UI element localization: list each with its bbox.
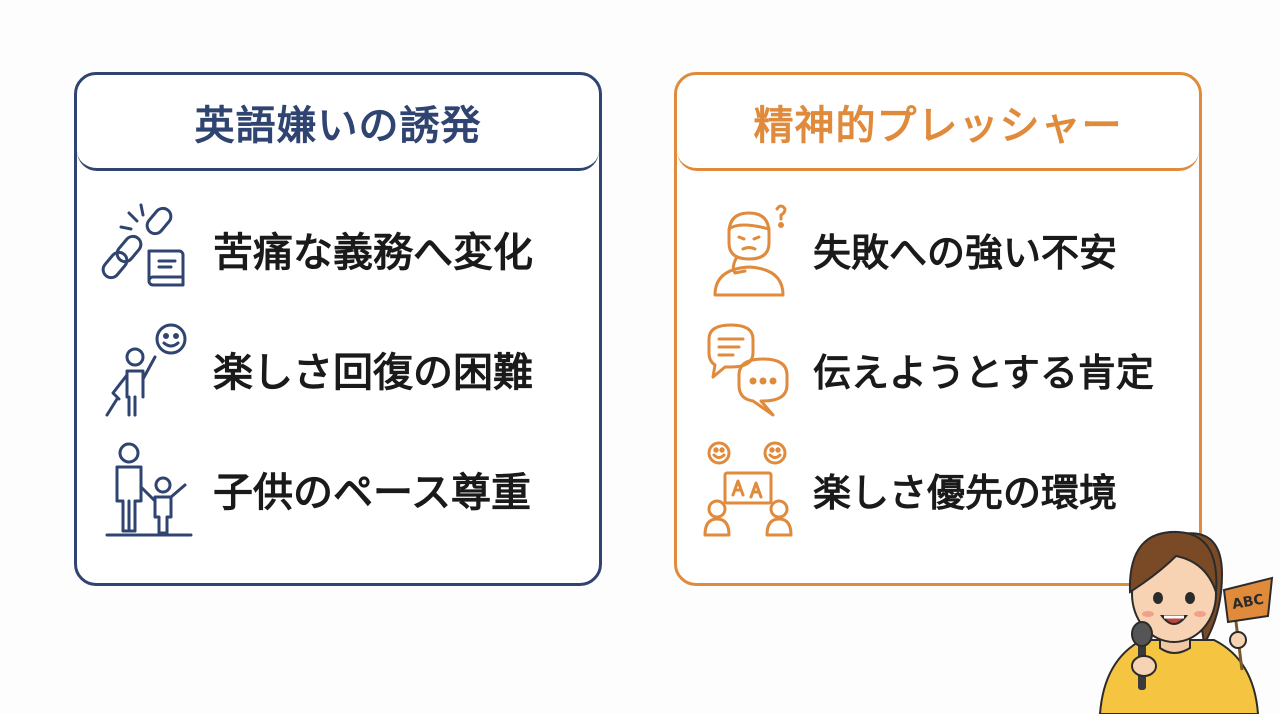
happy-classroom-icon [703,441,793,537]
left-panel-header: 英語嫌いの誘発 [77,75,599,171]
parent-child-icon [105,442,193,537]
list-item: 楽しさ優先の環境 [699,439,1179,539]
mascot-girl-illustration: ABC [1098,530,1274,714]
list-item: 楽しさ回復の困難 [99,319,579,419]
item-label: 苦痛な義務へ変化 [213,230,533,276]
list-item: 子供のペース尊重 [99,439,579,539]
right-panel-title: 精神的プレッシャー [753,102,1123,149]
item-label: 伝えようとする肯定 [813,350,1154,395]
list-item: 苦痛な義務へ変化 [99,199,579,299]
speech-bubbles-icon [707,323,789,417]
item-label: 楽しさ優先の環境 [813,470,1118,515]
item-label: 子供のペース尊重 [213,470,531,516]
broken-chain-book-icon [101,203,185,287]
left-panel-title: 英語嫌いの誘発 [194,102,482,149]
right-panel-header: 精神的プレッシャー [677,75,1199,171]
item-label: 失敗への強い不安 [813,230,1118,275]
list-item: 伝えようとする肯定 [699,319,1179,419]
flag-text: ABC [1231,592,1265,613]
item-label: 楽しさ回復の困難 [213,350,533,396]
person-reaching-smile-icon [105,323,187,417]
left-panel: 英語嫌いの誘発 苦痛な義務へ変化 楽しさ回復の困難 [74,72,602,586]
worried-person-icon [713,204,787,297]
right-panel: 精神的プレッシャー 失敗への強い不安 伝えようとする肯定 [674,72,1202,586]
list-item: 失敗への強い不安 [699,199,1179,299]
